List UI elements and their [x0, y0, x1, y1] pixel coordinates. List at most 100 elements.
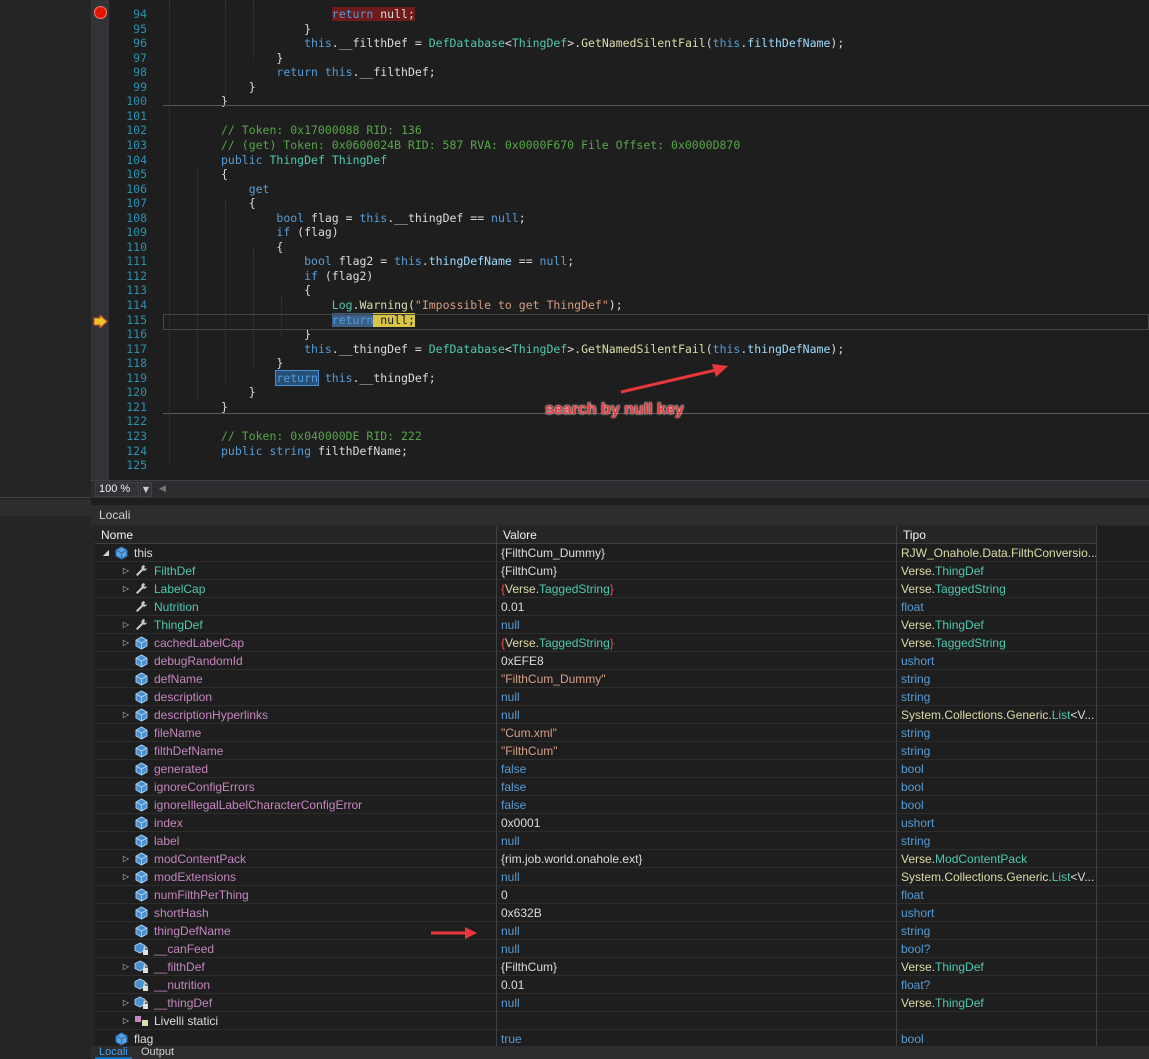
column-header-value[interactable]: Valore [497, 526, 897, 544]
tab-output[interactable]: Output [137, 1046, 178, 1059]
column-header-type[interactable]: Tipo [897, 526, 1097, 544]
code-line[interactable]: bool flag = this.__thingDef == null; [221, 211, 526, 225]
value-cell[interactable]: 0.01 [497, 598, 897, 616]
glyph-margin[interactable] [91, 0, 109, 480]
locals-row[interactable]: __canFeednullbool? [95, 940, 1149, 958]
code-line[interactable]: return this.__thingDef; [221, 371, 436, 385]
locals-row[interactable]: generatedfalsebool [95, 760, 1149, 778]
value-cell[interactable]: true [497, 1030, 897, 1046]
expand-icon[interactable]: ▷ [121, 868, 131, 886]
value-cell[interactable]: 0xEFE8 [497, 652, 897, 670]
value-cell[interactable]: {Verse.TaggedString} [497, 580, 897, 598]
value-cell[interactable]: false [497, 796, 897, 814]
breakpoint-icon[interactable] [94, 6, 107, 19]
value-cell[interactable]: null [497, 868, 897, 886]
expand-icon[interactable]: ▷ [121, 634, 131, 652]
locals-grid[interactable]: Nome Valore Tipo ◢this{FilthCum_Dummy}RJ… [95, 526, 1149, 1046]
locals-row[interactable]: numFilthPerThing0float [95, 886, 1149, 904]
column-header-name[interactable]: Nome [95, 526, 497, 544]
code-line[interactable]: { [221, 283, 311, 297]
locals-row[interactable]: ▷FilthDef{FilthCum}Verse.ThingDef [95, 562, 1149, 580]
expand-icon[interactable]: ▷ [121, 706, 131, 724]
code-line[interactable]: this.__filthDef = DefDatabase<ThingDef>.… [221, 36, 844, 50]
value-cell[interactable] [497, 1012, 897, 1030]
locals-row[interactable]: ▷Livelli statici [95, 1012, 1149, 1030]
value-cell[interactable]: 0.01 [497, 976, 897, 994]
value-cell[interactable]: {Verse.TaggedString} [497, 634, 897, 652]
locals-row[interactable]: ▷descriptionHyperlinksnullSystem.Collect… [95, 706, 1149, 724]
locals-row[interactable]: ▷__thingDefnullVerse.ThingDef [95, 994, 1149, 1012]
value-cell[interactable]: false [497, 778, 897, 796]
value-cell[interactable]: 0x632B [497, 904, 897, 922]
locals-row[interactable]: Nutrition0.01float [95, 598, 1149, 616]
value-cell[interactable]: 0x0001 [497, 814, 897, 832]
value-cell[interactable]: null [497, 922, 897, 940]
value-cell[interactable]: "FilthCum_Dummy" [497, 670, 897, 688]
value-cell[interactable]: null [497, 832, 897, 850]
code-line[interactable]: return this.__filthDef; [221, 65, 436, 79]
locals-row[interactable]: debugRandomId0xEFE8ushort [95, 652, 1149, 670]
value-cell[interactable]: null [497, 994, 897, 1012]
value-cell[interactable]: 0 [497, 886, 897, 904]
code-line[interactable]: public ThingDef ThingDef [221, 153, 387, 167]
tab-locali[interactable]: Locali [95, 1046, 132, 1059]
code-line[interactable]: { [221, 196, 256, 210]
locals-row[interactable]: filthDefName"FilthCum"string [95, 742, 1149, 760]
value-cell[interactable]: false [497, 760, 897, 778]
locals-row[interactable]: ▷cachedLabelCap{Verse.TaggedString}Verse… [95, 634, 1149, 652]
locals-row[interactable]: ▷modExtensionsnullSystem.Collections.Gen… [95, 868, 1149, 886]
locals-row[interactable]: __nutrition0.01float? [95, 976, 1149, 994]
value-cell[interactable]: "FilthCum" [497, 742, 897, 760]
code-line[interactable]: } [221, 400, 228, 414]
value-cell[interactable]: null [497, 616, 897, 634]
value-cell[interactable]: null [497, 940, 897, 958]
code-line[interactable]: bool flag2 = this.thingDefName == null; [221, 254, 574, 268]
locals-row[interactable]: ▷ThingDefnullVerse.ThingDef [95, 616, 1149, 634]
locals-row[interactable]: ▷LabelCap{Verse.TaggedString}Verse.Tagge… [95, 580, 1149, 598]
code-line[interactable]: { [221, 167, 228, 181]
code-line[interactable]: this.__thingDef = DefDatabase<ThingDef>.… [221, 342, 844, 356]
locals-row[interactable]: ◢this{FilthCum_Dummy}RJW_Onahole.Data.Fi… [95, 544, 1149, 562]
code-editor[interactable]: 9495969798991001011021031041051061071081… [91, 0, 1149, 480]
locals-row[interactable]: ▷__filthDef{FilthCum}Verse.ThingDef [95, 958, 1149, 976]
locals-row[interactable]: ignoreIllegalLabelCharacterConfigErrorfa… [95, 796, 1149, 814]
locals-row[interactable]: descriptionnullstring [95, 688, 1149, 706]
locals-row[interactable]: fileName"Cum.xml"string [95, 724, 1149, 742]
value-cell[interactable]: {FilthCum} [497, 562, 897, 580]
locals-row[interactable]: labelnullstring [95, 832, 1149, 850]
code-line[interactable]: } [221, 22, 311, 36]
locals-row[interactable]: flagtruebool [95, 1030, 1149, 1046]
code-line[interactable]: if (flag2) [221, 269, 373, 283]
code-line[interactable]: } [221, 80, 256, 94]
code-line[interactable]: if (flag) [221, 225, 339, 239]
code-line[interactable]: // Token: 0x17000088 RID: 136 [221, 123, 422, 137]
chevron-down-icon[interactable]: ▼ [140, 482, 152, 497]
code-line[interactable]: get [221, 182, 269, 196]
expand-icon[interactable]: ▷ [121, 580, 131, 598]
scroll-left-icon[interactable]: ◀ [159, 484, 166, 494]
code-line[interactable]: return null; [221, 7, 415, 21]
value-cell[interactable]: "Cum.xml" [497, 724, 897, 742]
expand-icon[interactable]: ▷ [121, 1012, 131, 1030]
value-cell[interactable]: {FilthCum} [497, 958, 897, 976]
code-line[interactable]: } [221, 94, 228, 108]
value-cell[interactable]: null [497, 706, 897, 724]
expand-icon[interactable]: ▷ [121, 562, 131, 580]
code-line[interactable]: } [221, 385, 256, 399]
locals-row[interactable]: index0x0001ushort [95, 814, 1149, 832]
expand-icon[interactable]: ▷ [121, 958, 131, 976]
value-cell[interactable]: {rim.job.world.onahole.ext} [497, 850, 897, 868]
locals-row[interactable]: shortHash0x632Bushort [95, 904, 1149, 922]
locals-row[interactable]: thingDefNamenullstring [95, 922, 1149, 940]
code-line[interactable]: // (get) Token: 0x0600024B RID: 587 RVA:… [221, 138, 740, 152]
expand-icon[interactable]: ▷ [121, 616, 131, 634]
value-cell[interactable]: {FilthCum_Dummy} [497, 544, 897, 562]
locals-row[interactable]: ▷modContentPack{rim.job.world.onahole.ex… [95, 850, 1149, 868]
zoom-level-box[interactable]: 100 % [95, 482, 139, 497]
expand-icon[interactable]: ▷ [121, 850, 131, 868]
locals-row[interactable]: defName"FilthCum_Dummy"string [95, 670, 1149, 688]
value-cell[interactable]: null [497, 688, 897, 706]
collapse-icon[interactable]: ◢ [101, 544, 111, 562]
locals-row[interactable]: ignoreConfigErrorsfalsebool [95, 778, 1149, 796]
code-line[interactable]: // Token: 0x040000DE RID: 222 [221, 429, 422, 443]
